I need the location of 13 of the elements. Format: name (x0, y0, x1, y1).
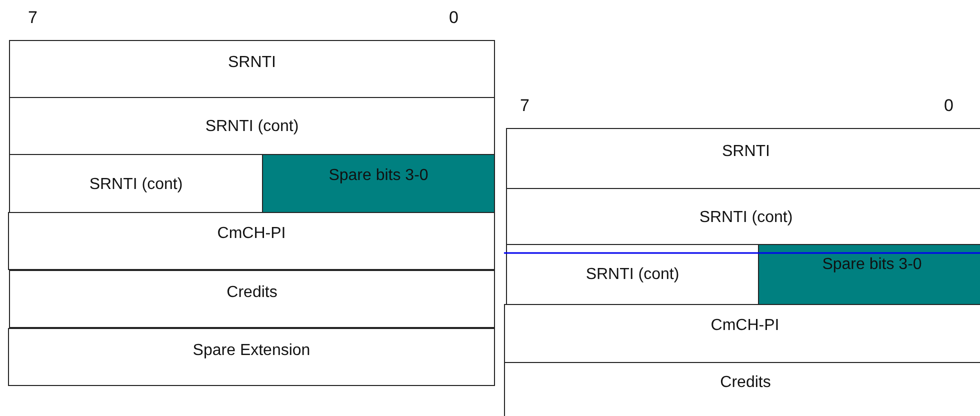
bit-field: SRNTI (cont) (506, 244, 759, 305)
bit-field: Credits (9, 270, 495, 328)
bit-field: Spare bits 3-0 (758, 244, 980, 305)
bit-number: 0 (449, 8, 458, 28)
bit-field: Spare bits 3-0 (262, 154, 495, 213)
bit-field: SRNTI (9, 40, 495, 98)
bit-field: SRNTI (cont) (9, 97, 495, 155)
bit-field: CmCH-PI (8, 212, 495, 270)
bit-number: 7 (520, 96, 530, 116)
bit-number: 7 (28, 8, 38, 28)
bit-number: 0 (944, 96, 954, 116)
bit-field: SRNTI (506, 128, 980, 189)
bit-field: Spare Extension (8, 328, 495, 386)
